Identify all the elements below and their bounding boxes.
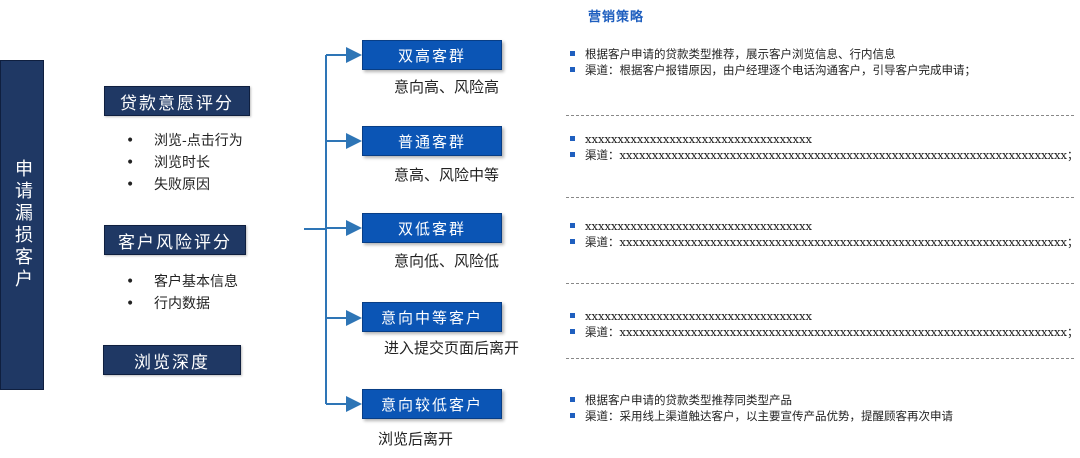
segment-desc: 浏览后离开	[378, 430, 454, 448]
list-item: 失败原因	[126, 174, 243, 196]
risk-score-box: 客户风险评分	[104, 225, 246, 255]
segment-desc: 意向高、风险高	[394, 78, 500, 96]
bullet-square-icon	[570, 222, 575, 228]
strategy-line: 根据客户申请的贷款类型推荐同类型产品	[570, 392, 953, 408]
bullet-square-icon	[570, 66, 575, 72]
strategy-block-3: xxxxxxxxxxxxxxxxxxxxxxxxxxxxxxxxxxx 渠道：x…	[570, 218, 1079, 250]
list-item: 行内数据	[126, 293, 238, 315]
bullet-square-icon	[570, 50, 575, 56]
bullet-square-icon	[570, 328, 575, 334]
strategy-line: 渠道：根据客户报错原因，由户经理逐个电话沟通客户，引导客户完成申请；	[570, 62, 976, 78]
bullet-square-icon	[570, 151, 575, 157]
intent-score-box: 贷款意愿评分	[104, 86, 250, 116]
divider	[566, 283, 1074, 284]
divider	[566, 115, 1074, 116]
segment-box-normal: 普通客群	[362, 126, 502, 156]
strategy-block-4: xxxxxxxxxxxxxxxxxxxxxxxxxxxxxxxxxxx 渠道：x…	[570, 308, 1079, 340]
segment-box-low-intent: 意向较低客户	[362, 389, 502, 419]
strategy-block-1: 根据客户申请的贷款类型推荐，展示客户浏览信息、行内信息 渠道：根据客户报错原因，…	[570, 46, 976, 78]
browse-depth-box: 浏览深度	[103, 345, 241, 375]
segment-box-double-low: 双低客群	[362, 213, 502, 243]
strategy-line: 渠道：xxxxxxxxxxxxxxxxxxxxxxxxxxxxxxxxxxxxx…	[570, 324, 1079, 340]
strategy-block-2: xxxxxxxxxxxxxxxxxxxxxxxxxxxxxxxxxxx 渠道：x…	[570, 131, 1079, 163]
segment-desc: 意高、风险中等	[394, 166, 500, 184]
segment-desc: 意向低、风险低	[394, 252, 500, 270]
segment-desc: 进入提交页面后离开	[384, 339, 520, 357]
left-title-box: 申请漏损客户	[0, 60, 44, 390]
bullet-square-icon	[570, 135, 575, 141]
strategy-line: 渠道：采用线上渠道触达客户，以主要宣传产品优势，提醒顾客再次申请	[570, 408, 953, 424]
strategy-line: 渠道：xxxxxxxxxxxxxxxxxxxxxxxxxxxxxxxxxxxxx…	[570, 234, 1079, 250]
strategy-line: 根据客户申请的贷款类型推荐，展示客户浏览信息、行内信息	[570, 46, 976, 62]
intent-score-list: 浏览-点击行为 浏览时长 失败原因	[126, 130, 243, 196]
risk-score-list: 客户基本信息 行内数据	[126, 271, 238, 315]
list-item: 客户基本信息	[126, 271, 238, 293]
strategy-block-5: 根据客户申请的贷款类型推荐同类型产品 渠道：采用线上渠道触达客户，以主要宣传产品…	[570, 392, 953, 424]
list-item: 浏览时长	[126, 152, 243, 174]
strategy-line: xxxxxxxxxxxxxxxxxxxxxxxxxxxxxxxxxxx	[570, 308, 1079, 324]
strategy-title: 营销策略	[588, 10, 645, 25]
bullet-square-icon	[570, 312, 575, 318]
bullet-square-icon	[570, 412, 575, 418]
bullet-square-icon	[570, 238, 575, 244]
list-item: 浏览-点击行为	[126, 130, 243, 152]
strategy-line: xxxxxxxxxxxxxxxxxxxxxxxxxxxxxxxxxxx	[570, 131, 1079, 147]
strategy-line: 渠道：xxxxxxxxxxxxxxxxxxxxxxxxxxxxxxxxxxxxx…	[570, 147, 1079, 163]
segment-box-medium-intent: 意向中等客户	[362, 302, 502, 332]
bullet-square-icon	[570, 396, 575, 402]
divider	[566, 197, 1074, 198]
segment-box-double-high: 双高客群	[362, 40, 502, 70]
divider	[566, 358, 1074, 359]
strategy-line: xxxxxxxxxxxxxxxxxxxxxxxxxxxxxxxxxxx	[570, 218, 1079, 234]
